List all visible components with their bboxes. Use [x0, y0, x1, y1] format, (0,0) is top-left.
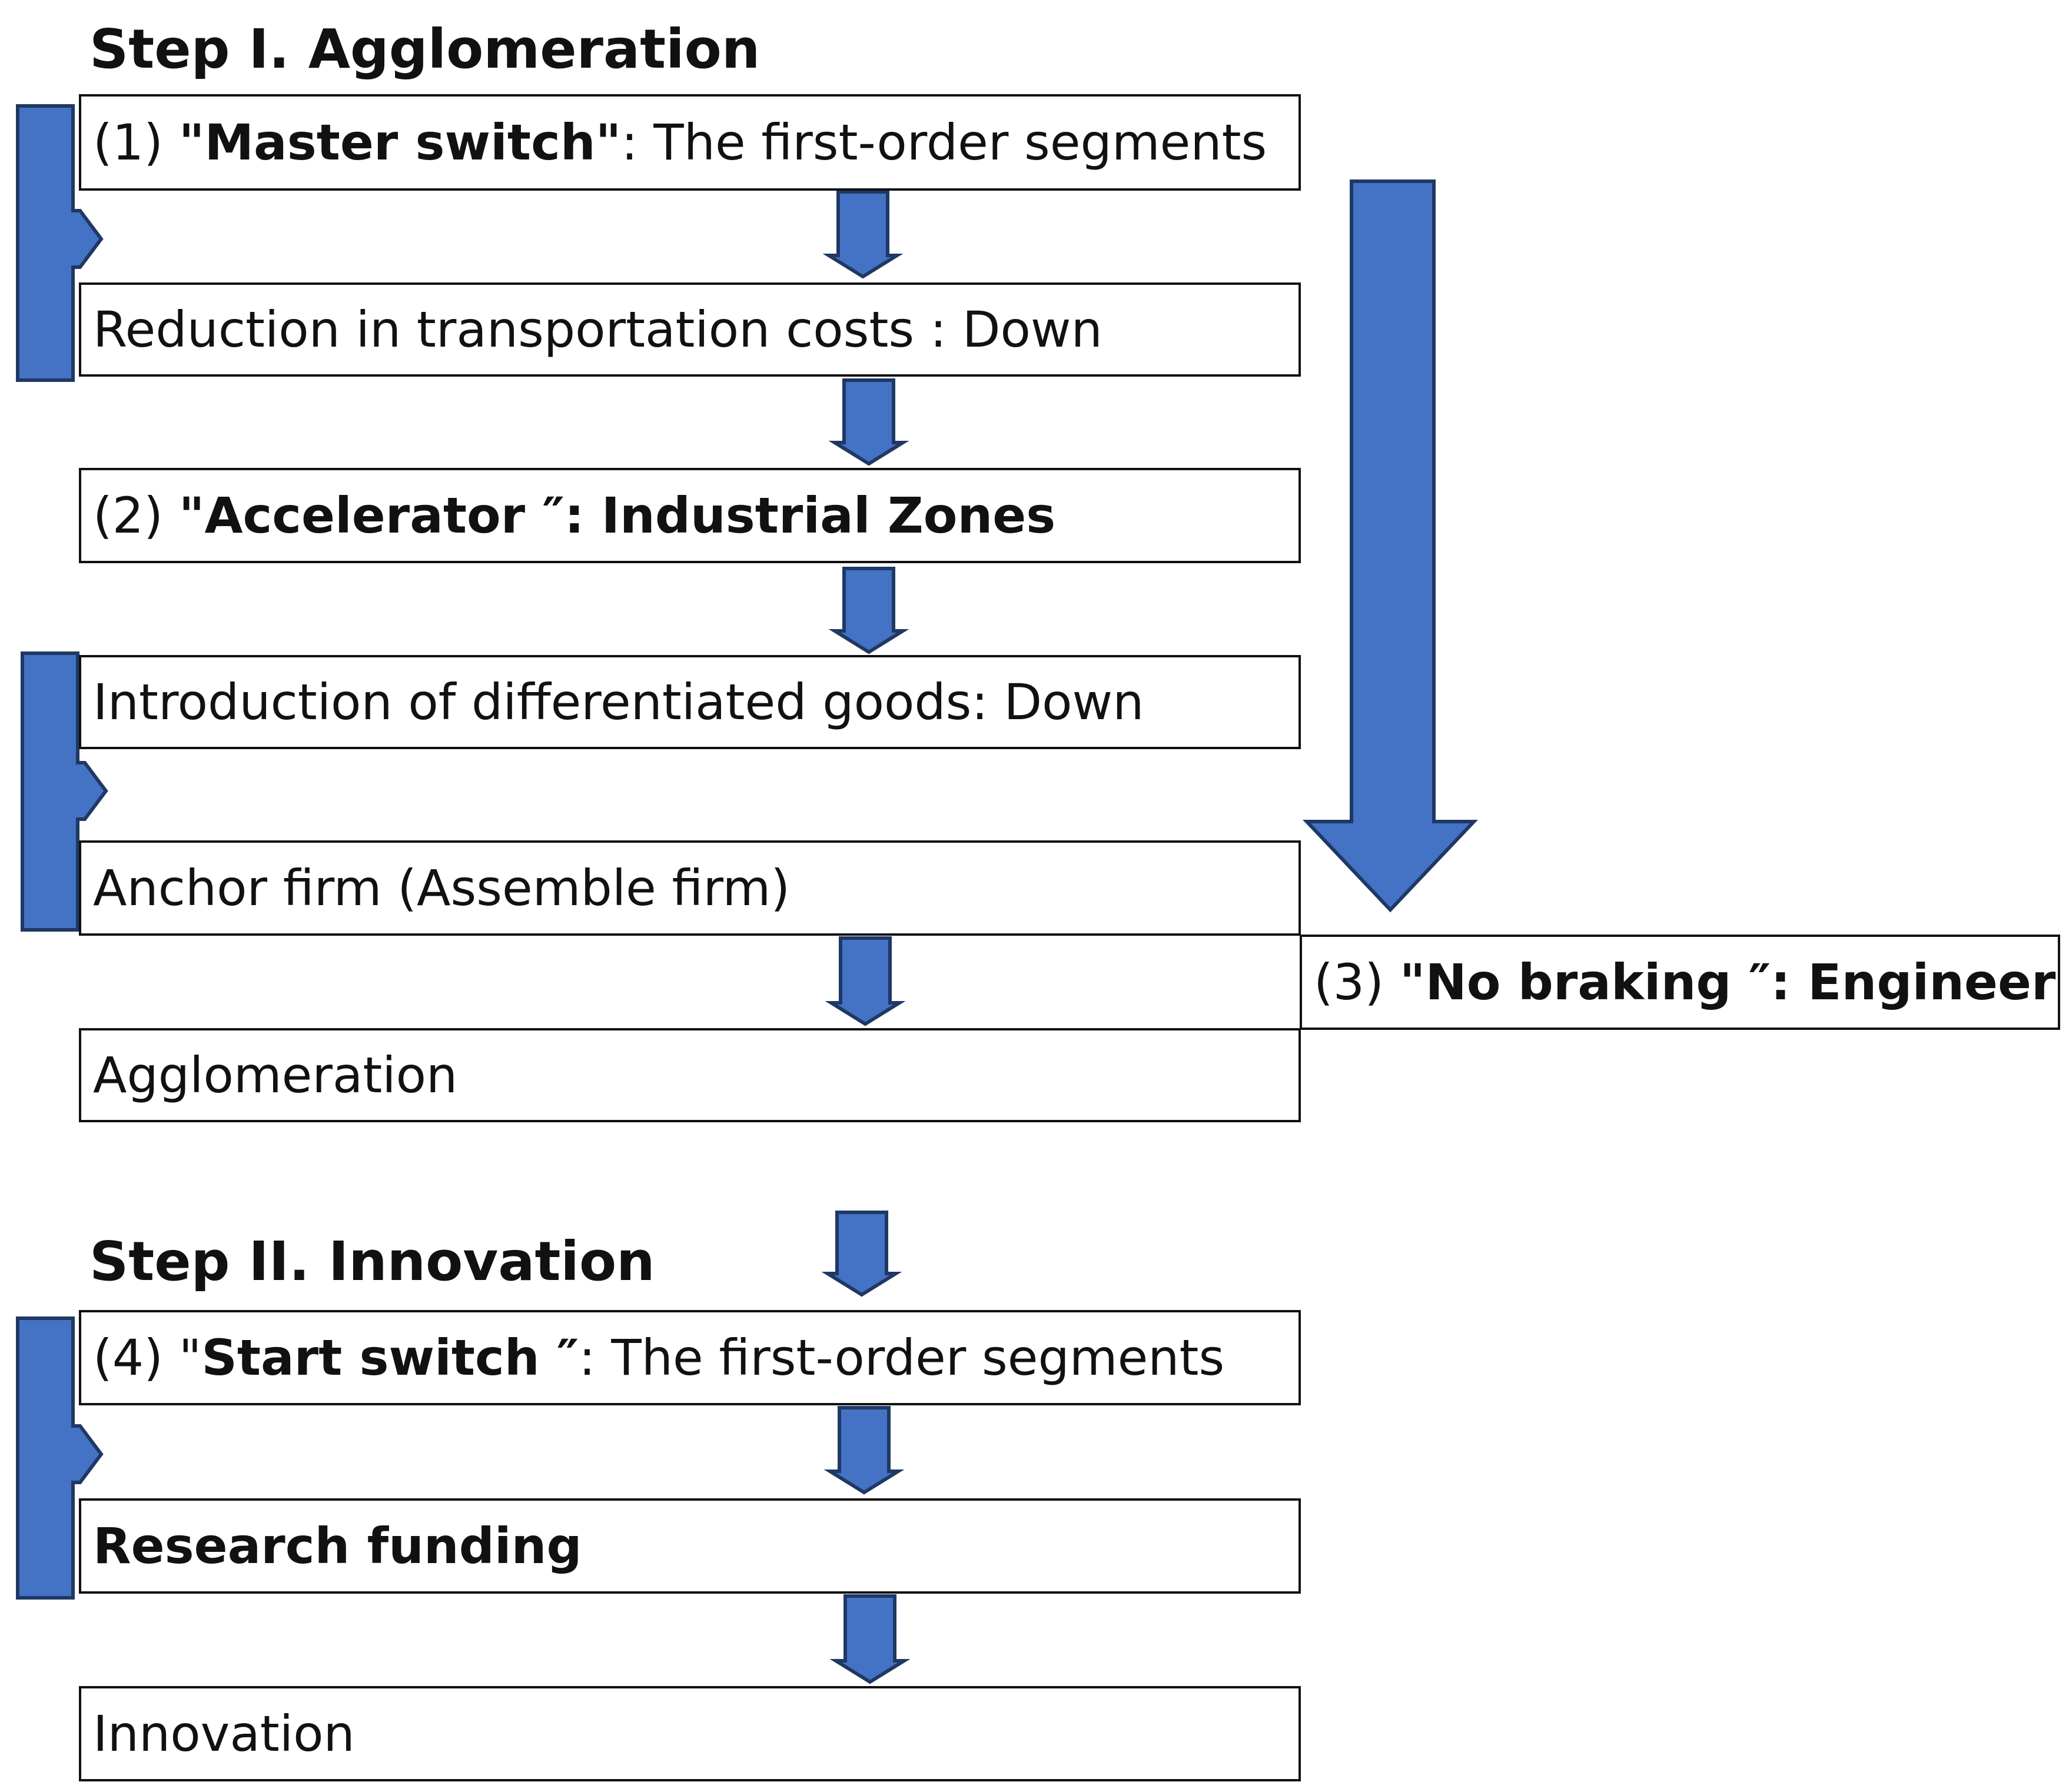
innovation-box: Innovation	[79, 1686, 1301, 1781]
transport-costs-box: Reduction in transportation costs : Down	[79, 282, 1301, 377]
start-switch-box: (4) "Start switch ″: The first-order seg…	[79, 1310, 1301, 1405]
agglomeration-text: Agglomeration	[93, 1046, 458, 1104]
arrow-accelerator-to-goods	[828, 567, 909, 654]
bracket-arrow-step1-middle	[21, 651, 108, 932]
arrow-large-down-to-no-braking	[1303, 179, 1478, 913]
master-switch-number: (1)	[93, 114, 179, 171]
accelerator-box: (2) "Accelerator ″: Industrial Zones	[79, 468, 1301, 563]
no-braking-box: (3) "No braking ″: Engineers	[1300, 935, 2060, 1030]
bracket-arrow-step1-top	[16, 104, 104, 382]
master-switch-description: : The first-order segments	[621, 114, 1267, 171]
accelerator-label: "Accelerator ″: Industrial Zones	[178, 487, 1056, 544]
differentiated-goods-text: Introduction of differentiated goods: Do…	[93, 673, 1144, 731]
arrow-start-to-research	[823, 1406, 905, 1495]
differentiated-goods-box: Introduction of differentiated goods: Do…	[79, 655, 1301, 749]
master-switch-box: (1) "Master switch": The first-order seg…	[79, 94, 1301, 191]
innovation-text: Innovation	[93, 1705, 355, 1763]
arrow-research-to-innovation	[829, 1594, 911, 1684]
master-switch-label: "Master switch"	[178, 114, 622, 171]
arrow-agglomeration-to-step2	[821, 1211, 902, 1297]
bracket-arrow-step2	[16, 1316, 104, 1600]
no-braking-number: (3)	[1314, 953, 1400, 1011]
arrow-master-to-transport	[822, 190, 904, 279]
step-2-heading: Step II. Innovation	[89, 1230, 655, 1293]
agglomeration-box: Agglomeration	[79, 1028, 1301, 1122]
research-funding-box: Research funding	[79, 1498, 1301, 1594]
step-1-heading: Step I. Agglomeration	[89, 18, 760, 81]
start-switch-label: Start switch ″	[201, 1329, 579, 1387]
transport-costs-text: Reduction in transportation costs : Down	[93, 301, 1102, 358]
anchor-firm-text: Anchor firm (Assemble firm)	[93, 859, 791, 917]
accelerator-number: (2)	[93, 487, 179, 544]
arrow-anchor-to-agglomeration	[825, 936, 906, 1026]
anchor-firm-box: Anchor firm (Assemble firm)	[79, 840, 1301, 936]
start-switch-number: (4) "	[93, 1329, 202, 1387]
start-switch-description: : The first-order segments	[579, 1329, 1225, 1387]
research-funding-text: Research funding	[93, 1517, 582, 1575]
no-braking-label: "No braking ″: Engineers	[1399, 953, 2060, 1011]
arrow-transport-to-accelerator	[828, 378, 909, 466]
